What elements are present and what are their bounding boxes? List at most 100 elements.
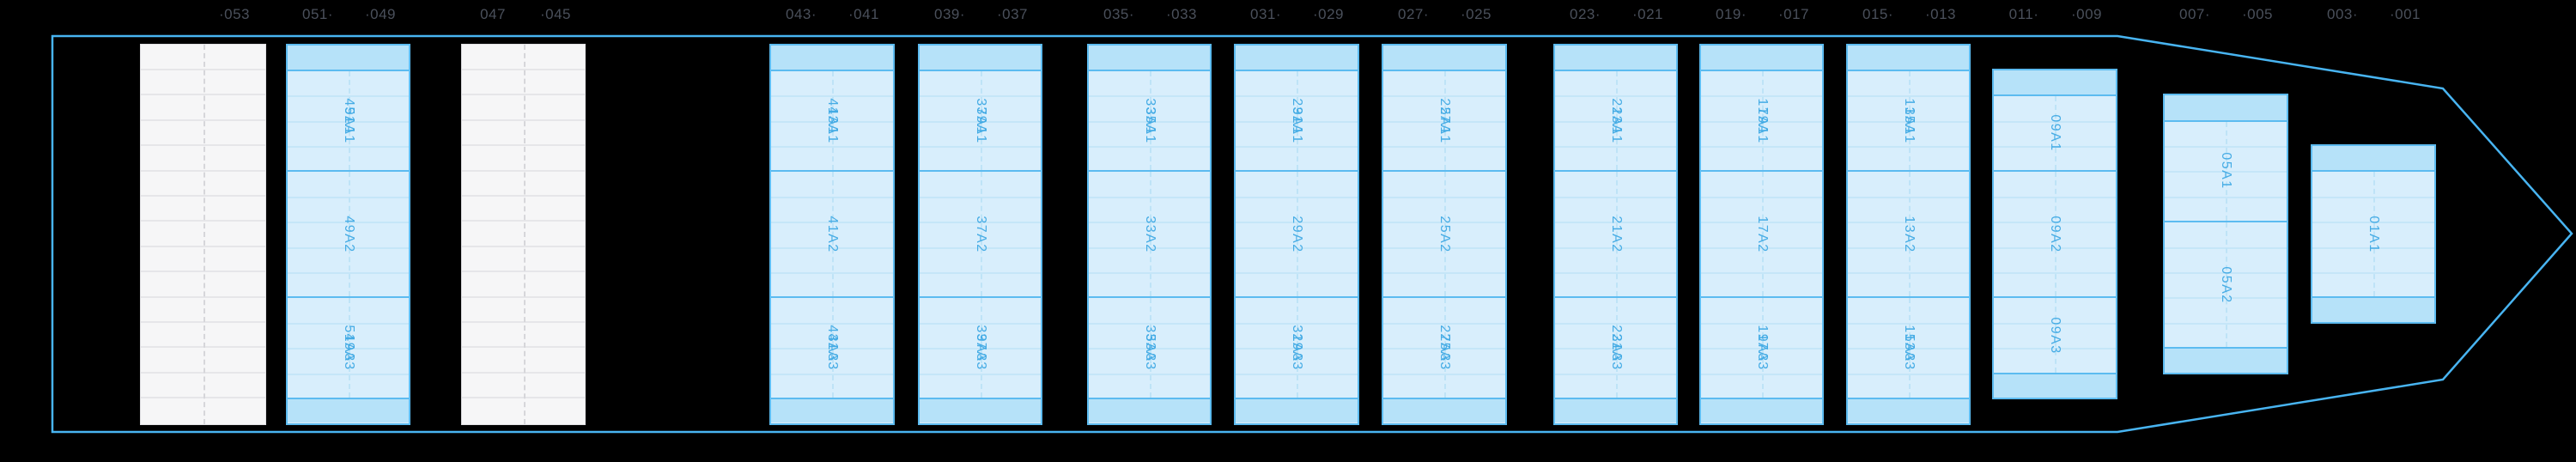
center-guide-line	[1149, 172, 1151, 297]
hold-label-25A3: 25A3	[1437, 333, 1452, 371]
hold-label-21A3: 21A3	[1608, 333, 1624, 371]
hold-section-13A2[interactable]: 13A2	[1848, 170, 1969, 297]
bay-number-label: ·041	[848, 6, 880, 22]
center-guide-line	[1908, 298, 1911, 398]
center-guide-line	[523, 44, 526, 424]
bay-number-label: ·029	[1312, 6, 1345, 22]
hold-label-33A3: 33A3	[1142, 333, 1157, 371]
bay-number-label: 039·	[933, 6, 966, 22]
hatch-strip	[1701, 398, 1822, 423]
hold-section-05A2[interactable]: 05A2	[2165, 221, 2287, 348]
hatch-strip	[771, 398, 893, 423]
bay-047-045	[461, 43, 586, 425]
hold-label-05A2: 05A2	[2219, 266, 2233, 304]
hold-section-17A2[interactable]: 17A2	[1701, 170, 1822, 297]
hold-label-49A3: 49A3	[341, 333, 356, 371]
hatch-strip	[2165, 95, 2287, 120]
bay-number-label: ·025	[1460, 6, 1492, 22]
hold-label-37A2: 37A2	[973, 216, 988, 253]
center-guide-line	[348, 172, 350, 297]
hold-section-09A3[interactable]: 09A3	[1994, 296, 2116, 373]
bay-007-005: 05A1 05A2	[2163, 94, 2288, 374]
hatch-strip	[1701, 45, 1822, 70]
bay-number-label: 051·	[301, 6, 334, 22]
hold-label-01A1: 01A1	[2366, 216, 2381, 253]
hatch-strip	[1089, 398, 1210, 423]
center-guide-line	[1761, 172, 1764, 297]
center-guide-line	[1444, 70, 1446, 171]
bay-number-label: ·001	[2389, 6, 2421, 22]
hold-label-25A2: 25A2	[1437, 216, 1452, 253]
hold-label-15A1: 15A1	[1901, 106, 1917, 144]
hold-label-09A1: 09A1	[2048, 114, 2063, 153]
hold-section-49A2[interactable]: 49A2	[288, 170, 409, 297]
hold-section-09A2[interactable]: 09A2	[1994, 170, 2116, 297]
hold-label-09A2: 09A2	[2048, 216, 2063, 253]
hold-section-09A1[interactable]: 09A1	[1994, 94, 2116, 171]
bay-number-label: ·053	[218, 6, 251, 22]
hold-label-19A1: 19A1	[1754, 106, 1770, 144]
center-guide-line	[1149, 298, 1151, 398]
center-guide-line	[1908, 70, 1911, 171]
hold-section-41A2[interactable]: 41A2	[771, 170, 893, 297]
hold-section-21A2[interactable]: 21A2	[1555, 170, 1676, 297]
hatch-strip	[1555, 45, 1676, 70]
hold-section-37A2[interactable]: 37A2	[920, 170, 1041, 297]
hold-section-25A2[interactable]: 25A2	[1383, 170, 1505, 297]
hatch-strip	[920, 45, 1041, 70]
hold-section-29A2[interactable]: 29A2	[1236, 170, 1358, 297]
hatch-strip	[1236, 398, 1358, 423]
center-guide-line	[1615, 70, 1618, 171]
hold-label-27A1: 27A1	[1437, 106, 1452, 144]
center-guide-line	[832, 70, 834, 171]
center-guide-line	[2055, 96, 2057, 171]
bay-number-label: ·009	[2070, 6, 2103, 22]
bay-number-label: ·045	[539, 6, 572, 22]
hold-label-29A3: 29A3	[1290, 333, 1304, 371]
hold-label-49A2: 49A2	[341, 216, 356, 253]
hold-section-01A1[interactable]: 01A1	[2312, 170, 2434, 297]
bay-number-label: 031·	[1249, 6, 1282, 22]
center-guide-line	[2055, 172, 2057, 297]
hull-polygon	[51, 34, 2573, 434]
bay-number-label: ·005	[2241, 6, 2274, 22]
hold-label-09A3: 09A3	[2048, 316, 2063, 355]
bay-number-label: 007·	[2178, 6, 2211, 22]
center-guide-line	[980, 172, 982, 297]
bay-number-label: ·049	[364, 6, 397, 22]
center-guide-line	[832, 298, 834, 398]
hold-section-05A1[interactable]: 05A1	[2165, 119, 2287, 222]
center-guide-line	[1761, 298, 1764, 398]
bay-number-label: 047	[480, 6, 506, 22]
hold-label-41A3: 41A3	[825, 333, 840, 371]
hold-label-13A3: 13A3	[1901, 333, 1917, 371]
center-guide-line	[980, 70, 982, 171]
hatch-strip	[288, 398, 409, 423]
hatch-strip	[1236, 45, 1358, 70]
bay-number-label: 015·	[1862, 6, 1894, 22]
hold-section-33A2[interactable]: 33A2	[1089, 170, 1210, 297]
